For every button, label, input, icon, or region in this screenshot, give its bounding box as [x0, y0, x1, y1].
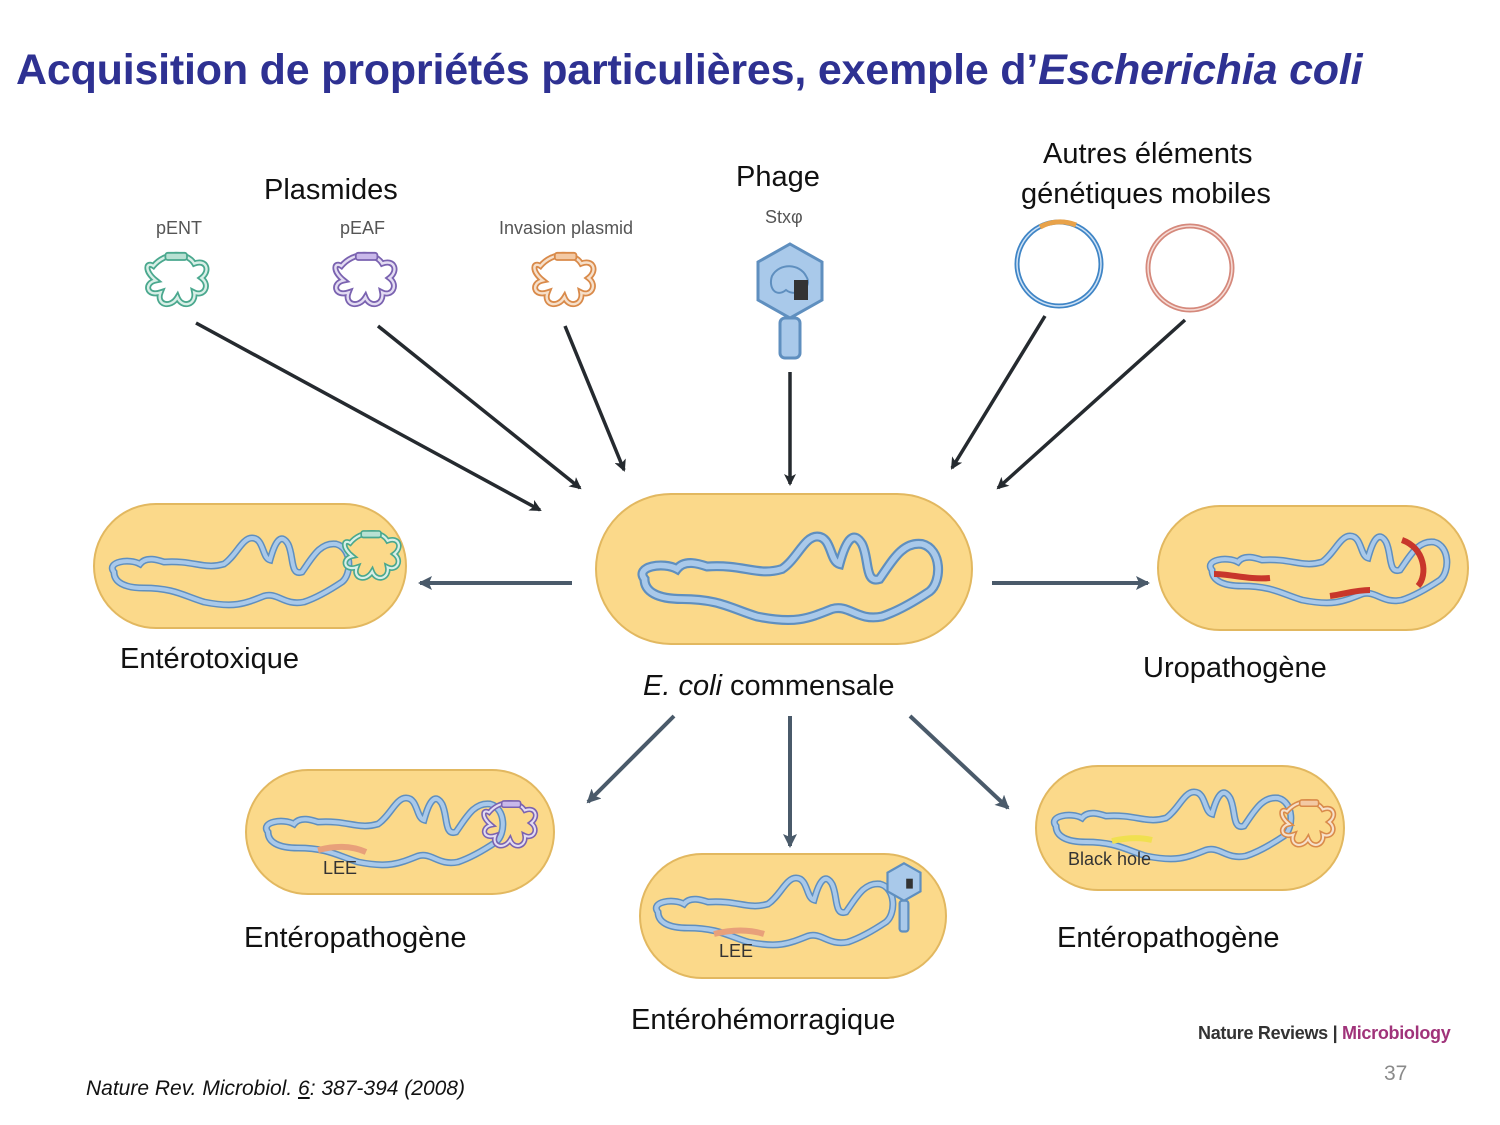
- citation-journal: Nature Rev. Microbiol.: [86, 1077, 299, 1100]
- phage-name-label: Stxφ: [765, 207, 803, 227]
- arrow-to-epec-right: [908, 714, 1010, 810]
- enteropathogene-left-label: Entéropathogène: [244, 922, 467, 954]
- title-species: Escherichia coli: [1038, 46, 1363, 94]
- citation-pages: : 387-394 (2008): [309, 1077, 465, 1100]
- cell-uropathogene: [1157, 505, 1469, 631]
- page-number: 37: [1384, 1062, 1408, 1085]
- mobile-element-ring-pink: [1145, 223, 1235, 313]
- title-text: Acquisition de propriétés particulières,…: [16, 46, 1039, 94]
- plasmid-peaf-label: pEAF: [340, 218, 386, 238]
- arrow-peaf-to-commensal: [376, 324, 582, 490]
- phage-icon: [756, 242, 824, 360]
- arrow-invasion-to-commensal: [563, 325, 626, 472]
- journal-brand: Nature Reviews | Microbiology: [1198, 1023, 1451, 1044]
- citation-volume: 6: [298, 1077, 310, 1100]
- pathogenicity-island-3: [1400, 537, 1427, 589]
- cell-ehec: [639, 853, 947, 979]
- plasmid-peaf-icon: [335, 253, 394, 304]
- black-hole-label: Black hole: [1068, 849, 1152, 869]
- mobile-elements-label-line1: Autres éléments: [1043, 138, 1253, 170]
- brand-section: Microbiology: [1342, 1023, 1451, 1043]
- citation: Nature Rev. Microbiol. 6: 387-394 (2008): [86, 1077, 465, 1101]
- cell-epec-right: [1035, 765, 1345, 891]
- incoming-arrows: [195, 315, 1187, 512]
- arrow-ring1-to-commensal: [950, 315, 1047, 470]
- uropathogene-label: Uropathogène: [1143, 652, 1327, 684]
- brand-separator: |: [1327, 1023, 1343, 1043]
- lee-label-ehec: LEE: [719, 941, 754, 961]
- mobile-elements-label-line2: génétiques mobiles: [1021, 178, 1271, 210]
- commensal-species: E. coli: [643, 670, 722, 702]
- plasmid-invasion-icon: [534, 253, 593, 304]
- arrow-ring2-to-commensal: [996, 318, 1187, 490]
- plasmid-pent-icon: [147, 253, 206, 304]
- plasmids-label: Plasmides: [264, 174, 398, 206]
- commensal-label: E. coli commensale: [643, 670, 894, 703]
- plasmid-pent-label: pENT: [156, 218, 203, 238]
- arrow-to-epec-left: [586, 714, 676, 804]
- outgoing-arrows: [418, 576, 1150, 848]
- brand-journal: Nature Reviews: [1198, 1023, 1328, 1043]
- cell-commensal: [595, 493, 973, 645]
- phage-label: Phage: [736, 161, 820, 193]
- commensal-name: commensale: [721, 670, 895, 702]
- enterotoxique-label: Entérotoxique: [120, 643, 299, 675]
- slide-title: Acquisition de propriétés particulières,…: [16, 46, 1363, 95]
- arrow-pent-to-commensal: [195, 321, 542, 512]
- plasmid-invasion-label: Invasion plasmid: [499, 218, 634, 238]
- cell-enterotoxique: [93, 503, 407, 629]
- enterohemorragique-label: Entérohémorragique: [631, 1004, 896, 1036]
- enteropathogene-right-label: Entéropathogène: [1057, 922, 1280, 954]
- lee-label-left: LEE: [323, 858, 358, 878]
- pathogenicity-island-1: [1213, 571, 1271, 582]
- mobile-element-ring-blue: [1014, 219, 1104, 309]
- pathogenicity-island-2: [1329, 587, 1371, 599]
- cell-epec-left: [245, 769, 555, 895]
